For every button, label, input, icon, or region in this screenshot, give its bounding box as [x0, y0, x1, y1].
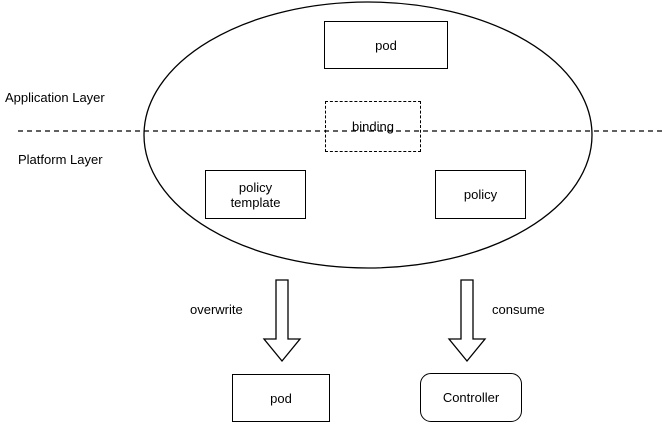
node-binding[interactable]: binding	[325, 101, 421, 152]
node-controller[interactable]: Controller	[420, 373, 522, 422]
node-policy-template[interactable]: policy template	[205, 170, 306, 219]
node-pod-application[interactable]: pod	[324, 21, 448, 69]
consume-block-arrow	[447, 279, 487, 363]
node-policy[interactable]: policy	[435, 170, 526, 219]
application-layer-label: Application Layer	[5, 90, 105, 105]
node-pod-output[interactable]: pod	[232, 374, 330, 422]
platform-layer-label: Platform Layer	[18, 152, 103, 167]
overwrite-block-arrow	[262, 279, 302, 363]
overwrite-edge-label: overwrite	[190, 302, 243, 317]
consume-edge-label: consume	[492, 302, 545, 317]
